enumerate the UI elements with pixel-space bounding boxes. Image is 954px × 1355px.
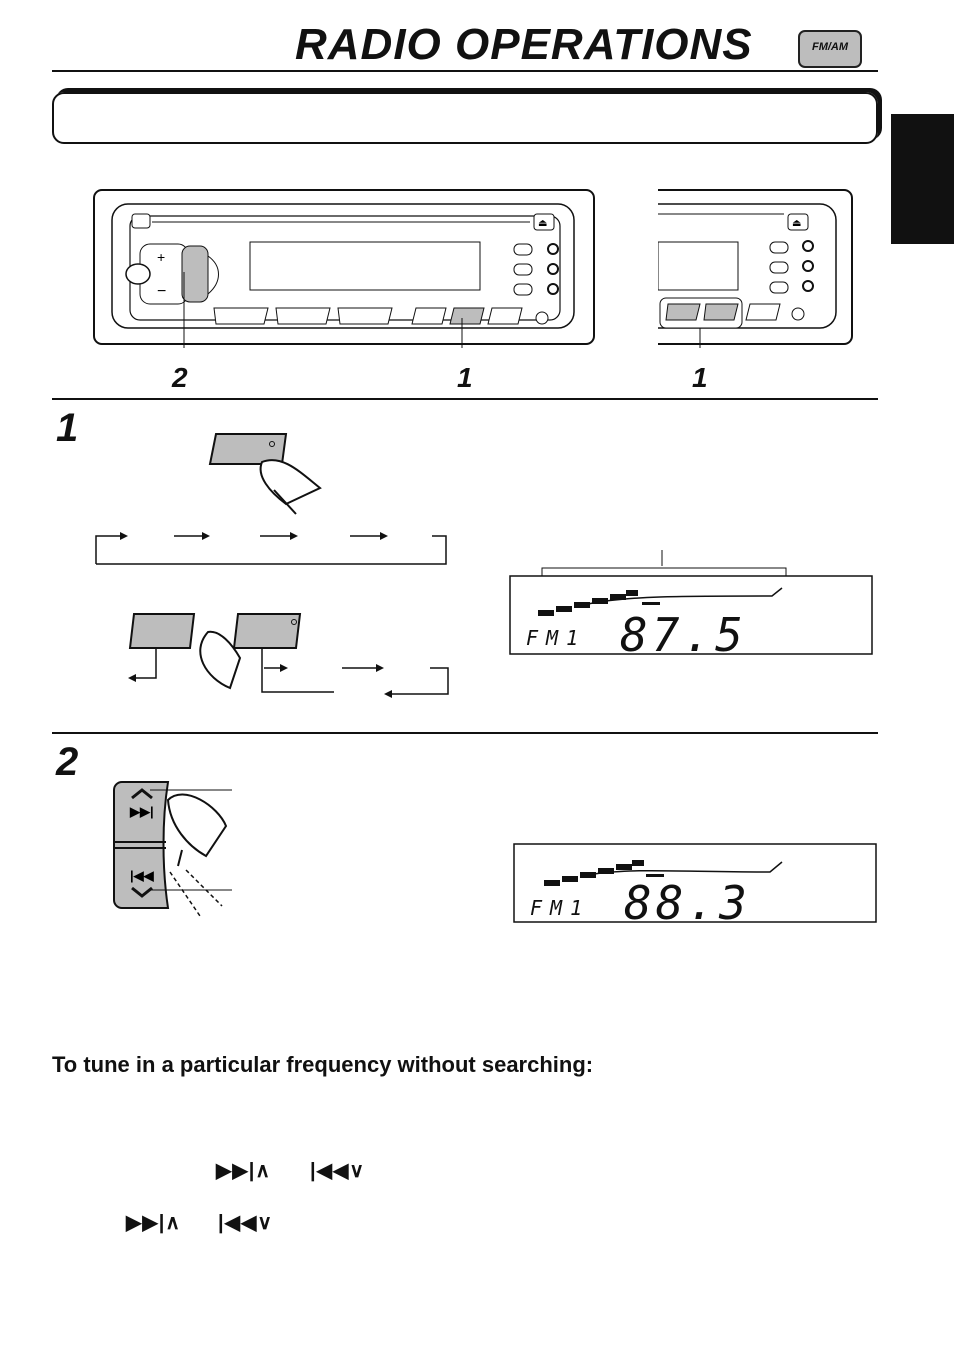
step-2-number: 2: [56, 740, 79, 784]
seek-up-glyph-2: ▶▶|∧: [126, 1212, 181, 1234]
svg-text:+: +: [157, 249, 165, 265]
page-title: RADIO OPERATIONS: [295, 20, 753, 69]
seek-down-glyph-2: |◀◀∨: [218, 1212, 273, 1234]
display-2-band: FM1: [530, 896, 591, 920]
step2-seek-button-illustration: ▶▶| |◀◀: [113, 781, 232, 917]
svg-text:|◀◀: |◀◀: [130, 868, 155, 883]
step-1-number: 1: [56, 406, 79, 450]
step1-button-press-illustration: [95, 433, 449, 698]
display-1-band: FM1: [526, 626, 587, 650]
header-rule: [52, 70, 878, 72]
car-stereo-alt-illustration: ⏏: [658, 189, 853, 348]
car-stereo-front-illustration: ⏏ + −: [93, 189, 595, 348]
section-divider-2: [52, 732, 878, 734]
manual-tuning-heading: To tune in a particular frequency withou…: [52, 1052, 594, 1077]
svg-text:−: −: [157, 283, 166, 300]
language-tab: [891, 114, 954, 244]
seek-up-glyph-1: ▶▶|∧: [216, 1160, 271, 1182]
svg-text:▶▶|: ▶▶|: [129, 804, 154, 819]
display-2-frequency: 88.3: [624, 876, 751, 930]
svg-text:⏏: ⏏: [792, 218, 801, 229]
seek-down-glyph-1: |◀◀∨: [310, 1160, 365, 1182]
fm-am-badge: FM/AM: [798, 30, 862, 68]
callout-1-alt: 1: [692, 362, 708, 393]
section-divider-1: [52, 398, 878, 400]
display-1-frequency: 87.5: [620, 608, 747, 662]
callout-1: 1: [457, 362, 473, 393]
lcd-display-1: [509, 550, 873, 655]
section-heading-box: [52, 92, 878, 144]
lcd-display-2: [513, 843, 877, 923]
callout-2: 2: [172, 362, 188, 393]
svg-text:⏏: ⏏: [538, 218, 547, 229]
